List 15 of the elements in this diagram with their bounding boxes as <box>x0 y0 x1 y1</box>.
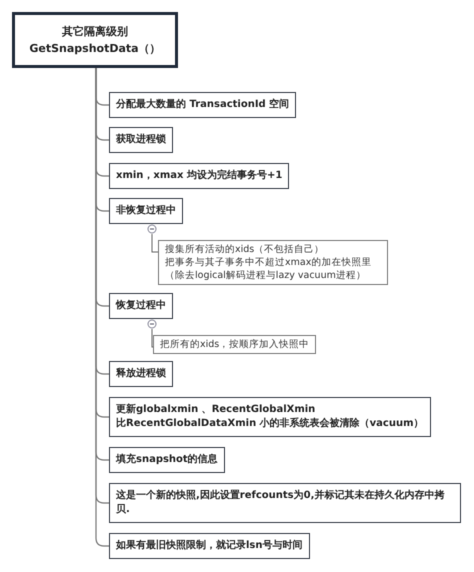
step-box: 更新globalxmin 、RecentGlobalXmin 比RecentGlobalDataXmin 小的非系统表会被清除（vacuum） <box>109 397 431 437</box>
step-box: 恢复过程中 <box>109 293 173 319</box>
step-box: 如果有最旧快照限制，就记录lsn号与时间 <box>109 533 310 559</box>
note-box: 搜集所有活动的xids（不包括自己） 把事务与其子事务中不超过xmax的加在快照里（除去logical解码进程与lazy vacuum进程） <box>158 240 388 285</box>
step-box: 填充snapshot的信息 <box>109 447 225 473</box>
step-box: 释放进程锁 <box>109 361 173 387</box>
note-box: 把所有的xids，按顺序加入快照中 <box>153 335 316 354</box>
step-box: 非恢复过程中 <box>109 198 183 224</box>
step-box: xmin，xmax 均设为完结事务号+1 <box>109 163 290 189</box>
connector <box>152 234 158 252</box>
step-box: 这是一个新的快照,因此设置refcounts为0,并标记其未在持久化内存中拷贝. <box>109 483 461 523</box>
step-box: 分配最大数量的 TransactionId 空间 <box>109 92 296 118</box>
title-box: 其它隔离级别 GetSnapshotData（） <box>12 12 178 68</box>
connector <box>152 328 154 348</box>
step-box: 获取进程锁 <box>109 127 173 153</box>
